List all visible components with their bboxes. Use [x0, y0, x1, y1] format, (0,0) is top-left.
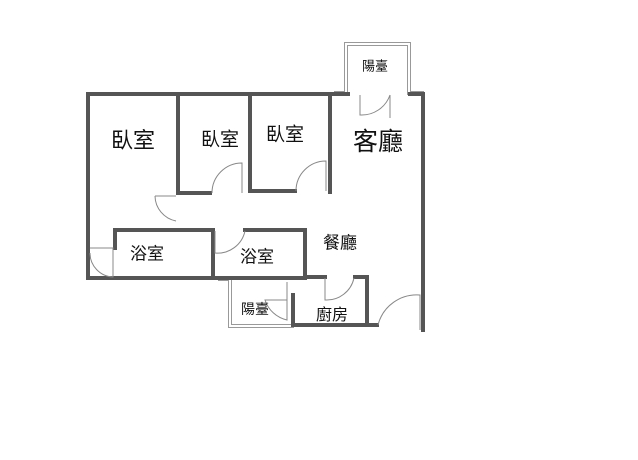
room-label-bedroom-1: 臥室 — [110, 129, 156, 154]
walls — [86, 92, 425, 332]
room-label-dining-room: 餐廳 — [323, 233, 357, 254]
room-label-balcony-bottom: 陽臺 — [241, 302, 269, 318]
room-label-bedroom-2: 臥室 — [200, 128, 240, 151]
room-label-living-room: 客廳 — [352, 127, 404, 156]
room-label-bathroom-2: 浴室 — [240, 247, 274, 268]
room-label-balcony-top: 陽臺 — [361, 59, 389, 75]
room-label-bathroom-1: 浴室 — [130, 244, 164, 265]
room-label-bedroom-3: 臥室 — [265, 123, 305, 146]
doors — [89, 94, 421, 330]
room-label-kitchen: 廚房 — [315, 305, 349, 324]
